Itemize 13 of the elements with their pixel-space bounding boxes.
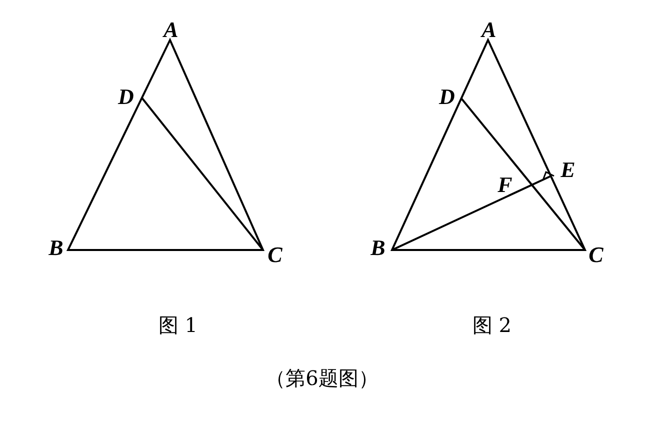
point-label: B (370, 237, 386, 259)
point-label: F (498, 174, 512, 196)
point-label: C (588, 244, 604, 266)
point-label: D (118, 86, 134, 108)
figure-label: 图 2 (472, 313, 512, 337)
point-label: A (164, 19, 178, 41)
figure-label: 图 1 (158, 313, 198, 337)
caption: （第6题图） (266, 366, 378, 390)
point-label: C (268, 244, 282, 266)
point-label: B (48, 237, 64, 259)
point-label: A (482, 19, 496, 41)
point-label: D (439, 86, 455, 108)
point-label: E (560, 159, 576, 181)
